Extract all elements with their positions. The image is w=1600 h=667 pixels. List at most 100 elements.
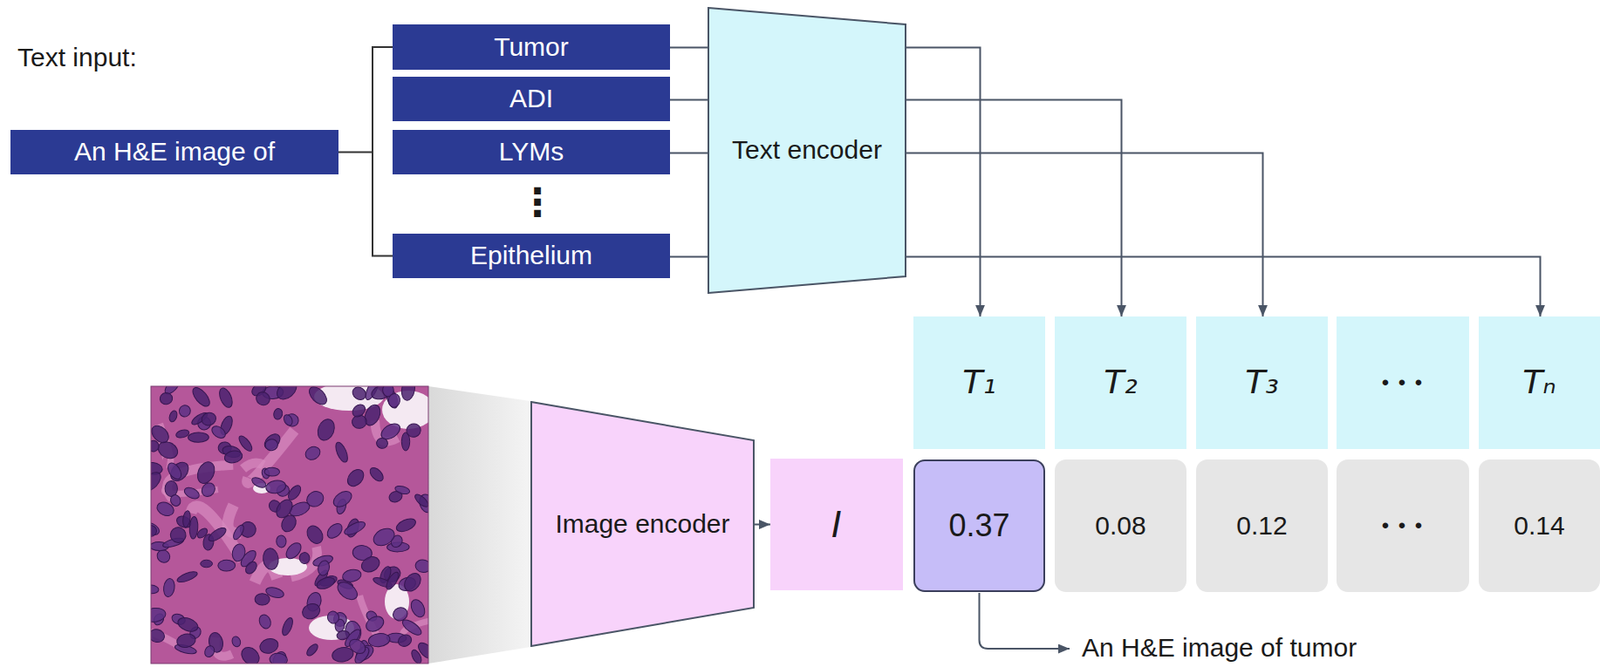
connector-line: [906, 257, 1541, 318]
nucleus: [150, 438, 161, 454]
nucleus: [261, 430, 283, 452]
nucleus: [316, 559, 332, 577]
nucleus: [243, 560, 260, 577]
prompt-box: Epithelium: [392, 233, 671, 279]
nucleus: [306, 386, 330, 409]
nucleus: [199, 410, 219, 429]
node-text: Tumor: [493, 32, 569, 63]
nucleus: [253, 389, 273, 409]
nucleus: [257, 613, 274, 631]
nucleus: [261, 547, 280, 572]
node-text: T₃: [1244, 363, 1279, 403]
tissue-ground: [150, 386, 429, 664]
connector-line: [670, 152, 708, 155]
stroma-strand: [246, 430, 295, 484]
nucleus: [363, 614, 387, 636]
node-text: Tₙ: [1522, 363, 1556, 403]
nucleus: [217, 386, 235, 410]
nucleus: [150, 469, 165, 495]
nucleus: [164, 460, 184, 482]
node-text: 0.12: [1236, 511, 1287, 542]
nucleus: [223, 449, 244, 465]
node-text: 0.37: [948, 507, 1010, 544]
text-embedding-box: T₁: [913, 316, 1046, 450]
nucleus: [195, 526, 210, 541]
node-text: T₂: [1103, 363, 1137, 403]
nucleus: [164, 480, 178, 497]
nucleus: [230, 543, 247, 564]
connector-line: [906, 100, 1122, 318]
nucleus: [273, 386, 301, 404]
nucleus: [168, 410, 179, 424]
nucleus: [258, 636, 281, 656]
text-label: An H&E image of tumor: [1081, 633, 1357, 664]
node-text: Image encoder: [554, 509, 730, 541]
nucleus: [394, 485, 411, 496]
node-text: T₁: [962, 363, 996, 403]
nucleus: [376, 437, 390, 450]
prompt-box: An H&E image of: [10, 129, 339, 175]
nucleus: [162, 578, 176, 599]
node-text: LYMs: [499, 136, 564, 168]
nucleus: [175, 632, 197, 650]
nucleus: [302, 444, 322, 463]
nucleus: [150, 584, 159, 595]
nucleus: [250, 475, 268, 490]
trapezoid-shape: [531, 402, 754, 647]
ellipsis-box: • • •: [1336, 459, 1470, 593]
nucleus: [330, 488, 355, 511]
nucleus: [159, 392, 174, 406]
encoder-trapezoid: Image encoder: [530, 401, 755, 648]
nucleus: [283, 540, 305, 561]
nucleus: [341, 567, 363, 584]
node-text: Epithelium: [470, 240, 593, 272]
nucleus: [304, 488, 327, 510]
nucleus: [150, 628, 166, 644]
nucleus: [304, 642, 320, 659]
bracket: [338, 47, 393, 257]
connector-line: [670, 47, 708, 49]
nucleus: [264, 437, 280, 452]
nucleus: [303, 523, 326, 548]
nucleus: [275, 535, 287, 549]
connector-line: [670, 99, 708, 102]
node-text: An H&E image of: [74, 136, 275, 168]
node-text: I: [831, 505, 842, 546]
nucleus: [344, 466, 368, 490]
nucleus: [182, 485, 201, 502]
text-embedding-box: Tₙ: [1478, 316, 1600, 450]
nucleus: [194, 459, 219, 487]
connector-line: [670, 256, 708, 259]
nucleus: [268, 652, 288, 664]
node-text: • • •: [1381, 513, 1425, 539]
nucleus: [206, 526, 228, 545]
nucleus: [333, 440, 350, 464]
nucleus: [400, 617, 424, 639]
nucleus: [314, 575, 336, 592]
nucleus: [167, 525, 189, 547]
nucleus: [280, 616, 295, 637]
ellipsis-box: • • •: [1336, 316, 1470, 450]
nucleus: [236, 434, 254, 454]
nucleus: [175, 428, 191, 439]
nucleus: [155, 499, 177, 519]
nucleus: [358, 553, 382, 575]
prompt-box: ADI: [392, 76, 671, 122]
nucleus: [412, 492, 429, 510]
nucleus: [324, 520, 345, 541]
nucleus: [367, 465, 386, 485]
prompt-box: Tumor: [392, 24, 671, 70]
nucleus: [176, 615, 200, 635]
similarity-score-box: 0.12: [1196, 459, 1328, 593]
nucleus: [218, 560, 236, 572]
node-text: • • •: [1381, 370, 1425, 396]
nucleus: [273, 408, 284, 421]
connector-line: [906, 47, 981, 318]
nucleus: [299, 552, 311, 565]
nucleus: [265, 478, 288, 495]
nucleus: [150, 607, 167, 624]
nucleus: [370, 525, 398, 549]
nucleus: [189, 386, 212, 410]
nucleus: [349, 402, 368, 420]
